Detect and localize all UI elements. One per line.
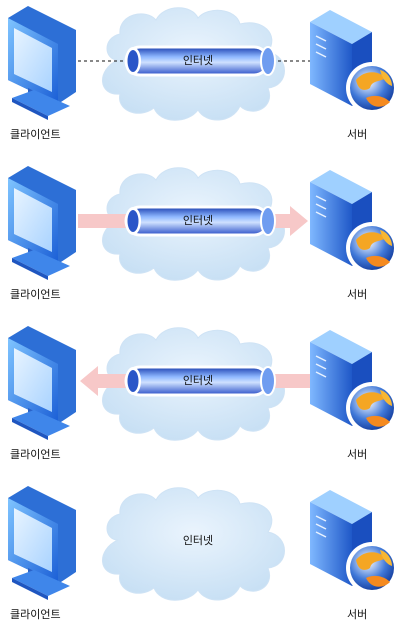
panel-2: 인터넷 클라이언트 서버 [0, 160, 407, 315]
panel-1-graphic [8, 6, 399, 121]
client-monitor-icon [8, 6, 76, 120]
panel-3-graphic [8, 326, 399, 441]
arrow-to-client [80, 366, 130, 396]
client-monitor-icon [8, 486, 76, 600]
client-label: 클라이언트 [10, 448, 61, 461]
panel-1: 인터넷 클라이언트 서버 [0, 0, 407, 155]
server-label: 서버 [347, 288, 368, 301]
client-monitor-icon [8, 166, 76, 280]
internet-label: 인터넷 [182, 374, 214, 387]
client-label: 클라이언트 [10, 288, 61, 301]
internet-label: 인터넷 [182, 54, 214, 67]
client-label: 클라이언트 [10, 128, 61, 141]
server-icon [309, 9, 399, 115]
server-label: 서버 [347, 608, 368, 621]
client-monitor-icon [8, 326, 76, 440]
panel-4: 인터넷 클라이언트 서버 [0, 480, 407, 635]
panel-4-graphic [8, 486, 399, 601]
internet-label: 인터넷 [182, 214, 214, 227]
server-label: 서버 [347, 448, 368, 461]
panel-3: 인터넷 클라이언트 서버 [0, 320, 407, 475]
panel-2-graphic [8, 166, 399, 281]
client-label: 클라이언트 [10, 608, 61, 621]
server-icon [309, 169, 399, 275]
server-icon [309, 489, 399, 595]
arrow-shaft-left [78, 214, 132, 228]
arrow-to-server [264, 206, 308, 236]
internet-label: 인터넷 [182, 534, 214, 547]
server-icon [309, 329, 399, 435]
server-label: 서버 [347, 128, 368, 141]
